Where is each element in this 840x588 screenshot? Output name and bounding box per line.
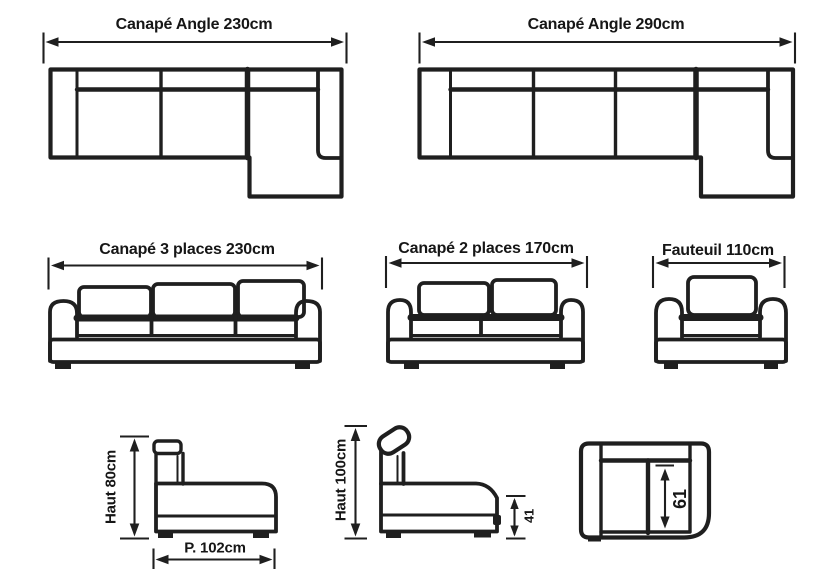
module-inner-depth-label: 61 <box>670 489 690 509</box>
sofa-side-view <box>152 439 278 538</box>
angle-230-title: Canapé Angle 230cm <box>115 16 273 33</box>
seat-height-dimension <box>506 494 526 540</box>
chaise-height-label: Haut 100cm <box>332 438 350 522</box>
module-top-view <box>578 441 712 542</box>
sofa-2-seats-title: Canapé 2 places 170cm <box>398 240 574 257</box>
armchair-title: Fauteuil 110cm <box>662 242 774 259</box>
sofa-2-seats-front-view <box>386 278 585 369</box>
sofa-2-seats-width-dimension <box>384 256 589 288</box>
angle-290-top-view <box>417 66 796 199</box>
sofa-depth-label: P. 102cm <box>184 539 246 557</box>
angle-230-width-dimension <box>42 32 348 64</box>
chaise-height-dimension <box>344 424 367 540</box>
sofa-3-seats-width-dimension <box>47 257 324 290</box>
armchair-width-dimension <box>651 256 786 288</box>
chaise-side-view <box>376 425 501 538</box>
sofa-height-dimension <box>120 435 149 540</box>
angle-290-title: Canapé Angle 290cm <box>527 16 685 33</box>
sofa-3-seats-title: Canapé 3 places 230cm <box>99 241 275 258</box>
seat-height-label: 41 <box>521 508 537 524</box>
module-inner-depth-dimension <box>655 464 674 529</box>
armchair-front-view <box>654 275 788 369</box>
sofa-depth-dimension <box>152 548 276 569</box>
angle-290-width-dimension <box>418 32 797 64</box>
sofa-3-seats-front-view <box>48 279 322 369</box>
sofa-height-label: Haut 80cm <box>102 449 120 525</box>
angle-230-top-view <box>48 66 344 199</box>
